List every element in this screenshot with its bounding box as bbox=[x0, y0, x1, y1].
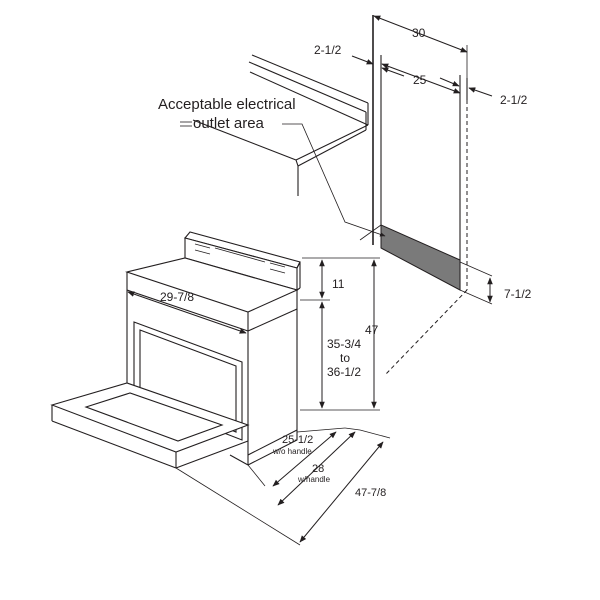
dim-height-mid-label: to bbox=[340, 351, 350, 365]
dim-height: 35-3/4 to 36-1/2 bbox=[300, 301, 361, 411]
dim-11-label: 11 bbox=[332, 277, 345, 291]
dim-28-note: w/handle bbox=[297, 475, 331, 484]
callout-line2: outlet area bbox=[193, 115, 265, 132]
dim-47: 47 bbox=[330, 257, 380, 411]
dim-25half-note: w/o handle bbox=[272, 447, 312, 456]
dim-11: 11 bbox=[300, 257, 345, 301]
dim-2half-right-label: 2-1/2 bbox=[500, 93, 528, 107]
dim-height-bot-label: 36-1/2 bbox=[327, 365, 361, 379]
dim-47-7-8-label: 47-7/8 bbox=[355, 487, 386, 499]
outlet-area bbox=[380, 224, 461, 291]
dim-29-7-8-label: 29-7/8 bbox=[160, 290, 194, 304]
dim-30-label: 30 bbox=[412, 26, 426, 40]
dim-30: 30 bbox=[373, 15, 468, 78]
dim-47-7-8: 47-7/8 bbox=[175, 429, 391, 546]
wall-and-countertop bbox=[192, 15, 468, 376]
dim-height-top-label: 35-3/4 bbox=[327, 337, 361, 351]
dim-47-label: 47 bbox=[365, 323, 379, 337]
dim-7half: 7-1/2 bbox=[459, 261, 532, 305]
dim-29-7-8: 29-7/8 bbox=[126, 272, 247, 334]
range bbox=[50, 231, 301, 469]
dim-2half-left-label: 2-1/2 bbox=[314, 43, 342, 57]
dim-25: 25 bbox=[381, 63, 461, 94]
dim-25half-label: 25-1/2 bbox=[282, 434, 313, 446]
dim-25-label: 25 bbox=[413, 73, 427, 87]
dim-28-label: 28 bbox=[312, 463, 324, 475]
dim-2half-right: 2-1/2 bbox=[439, 77, 528, 107]
dim-7half-label: 7-1/2 bbox=[504, 287, 532, 301]
outlet-callout: Acceptable electrical outlet area bbox=[158, 96, 386, 237]
dim-2half-left: 2-1/2 bbox=[314, 43, 405, 77]
callout-line1: Acceptable electrical bbox=[158, 96, 296, 113]
